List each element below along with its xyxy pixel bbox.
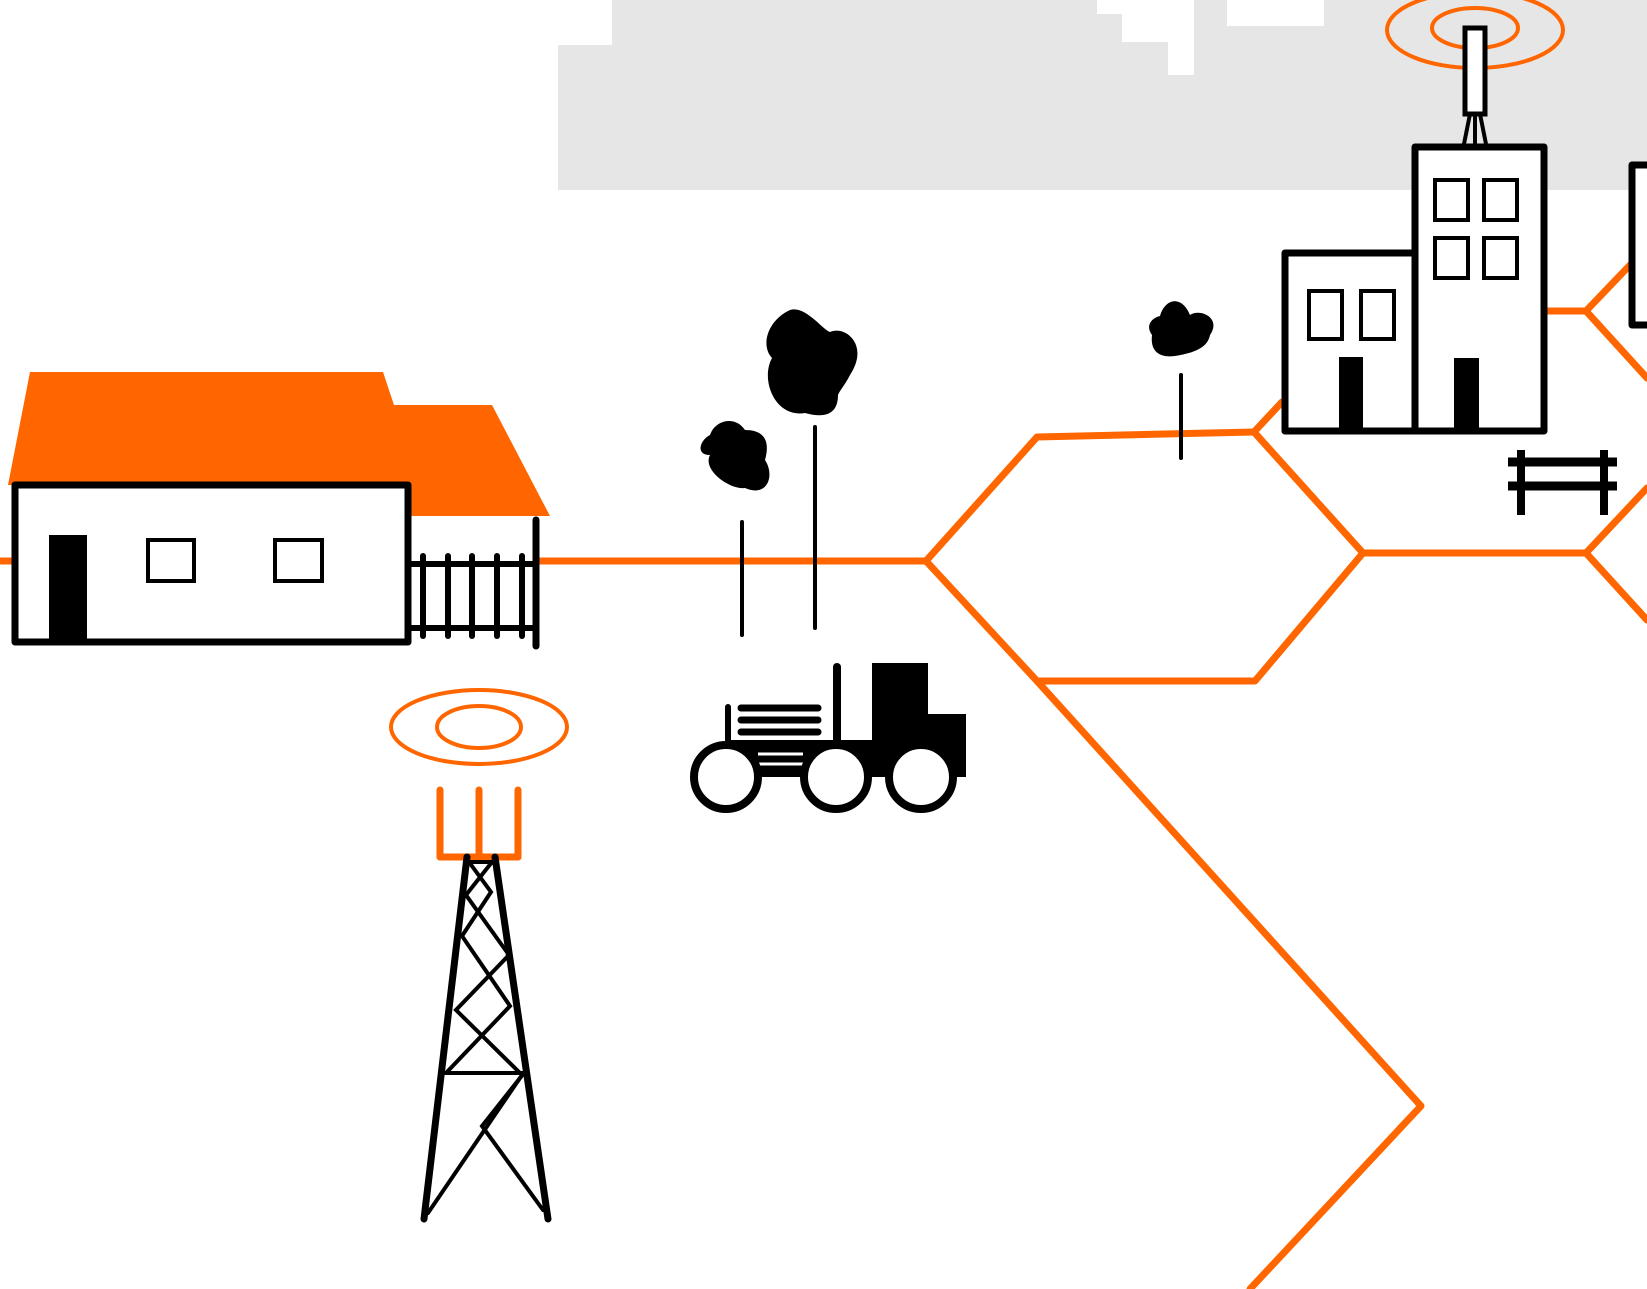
office-door: [1339, 357, 1363, 429]
office-window: [1359, 289, 1396, 341]
signal-waves-icon: [389, 688, 569, 766]
lattice-tower: [420, 853, 552, 1223]
office-window: [1482, 236, 1519, 280]
farmhouse-door: [49, 535, 87, 639]
skyline-silhouette: [558, 0, 1647, 190]
tree-icon: [700, 420, 770, 637]
office-window: [1307, 289, 1344, 341]
farmhouse-icon: [8, 372, 550, 646]
bench-icon: [1508, 450, 1617, 515]
tractor-wheel: [885, 741, 957, 813]
office-window: [1433, 178, 1470, 222]
office-window: [1482, 178, 1519, 222]
edge-building: [1628, 161, 1647, 329]
network-links: [0, 261, 1647, 1289]
office-building-icon: [1281, 0, 1565, 435]
office-window: [1433, 236, 1470, 280]
rooftop-antenna-mast: [1462, 25, 1488, 117]
tractor-icon: [690, 663, 966, 813]
tree-icon: [766, 309, 858, 630]
antenna-head: [436, 786, 522, 861]
tractor-wheel: [690, 741, 762, 813]
farmhouse-window: [273, 538, 324, 583]
fence-icon: [405, 516, 540, 650]
farmhouse-roof: [8, 372, 550, 516]
farmhouse-window: [146, 538, 196, 583]
radio-tower-icon: [389, 688, 569, 1223]
tractor-wheel: [800, 741, 872, 813]
office-door: [1454, 358, 1479, 429]
tree-icon: [1149, 301, 1214, 460]
